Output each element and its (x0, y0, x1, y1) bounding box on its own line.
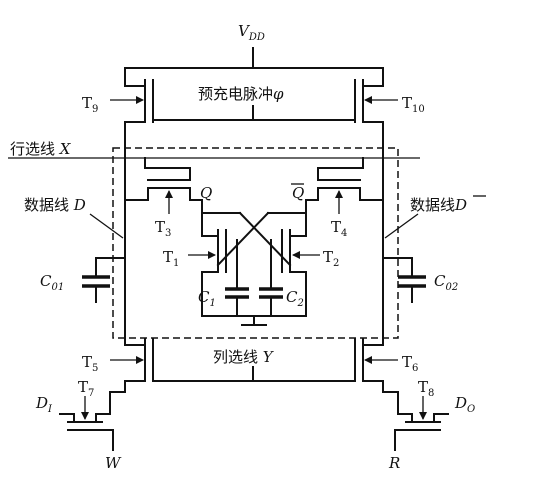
row-select-line (8, 157, 420, 179)
q-bar-label: Q (292, 184, 304, 202)
t6-label: T6 (402, 353, 418, 374)
write-label: W (105, 454, 122, 472)
t8-label: T8 (418, 378, 434, 399)
data-out-label: DO (454, 394, 475, 415)
capacitor-c2 (259, 239, 283, 317)
transistor-t5 (110, 338, 154, 382)
t1-label: T1 (163, 248, 179, 269)
data-in-label: DI (35, 394, 53, 415)
transistor-t7 (59, 380, 126, 431)
q-label: Q (200, 184, 212, 202)
data-line-label: 数据线 D (24, 196, 86, 214)
t3-label: T3 (155, 218, 171, 239)
capacitor-c02 (382, 257, 426, 303)
capacitor-c01 (82, 257, 126, 303)
transistor-t9 (110, 79, 154, 123)
t7-label: T7 (78, 378, 94, 399)
t4-label: T4 (331, 218, 347, 239)
write-read-leads (112, 429, 396, 451)
vdd-rail (124, 47, 384, 87)
cell-boundary (112, 147, 399, 339)
precharge-label: 预充电脉冲φ (198, 85, 284, 103)
precharge-line (152, 105, 356, 121)
transistor-t1 (188, 229, 227, 317)
transistor-t10 (354, 79, 398, 123)
t9-label: T9 (82, 94, 98, 115)
transistor-t3 (124, 179, 203, 214)
transistor-t6 (354, 338, 398, 382)
data-line-leader (89, 213, 124, 239)
storage-nodes (201, 199, 307, 237)
column-select-label: 列选线 Y (213, 348, 275, 366)
cross-coupling (216, 211, 292, 267)
capacitor-c1 (225, 239, 249, 317)
c1-label: C1 (198, 288, 216, 309)
column-select-line (152, 366, 356, 382)
transistor-t4 (305, 179, 384, 214)
transistor-t2 (281, 229, 320, 317)
data-line-bar-leader (384, 213, 419, 239)
ground (201, 315, 307, 326)
t2-label: T2 (323, 248, 339, 269)
data-line-bar-label: 数据线D (410, 196, 467, 214)
read-label: R (388, 454, 400, 472)
vdd-label: VDD (238, 22, 265, 43)
t5-label: T5 (82, 353, 98, 374)
row-select-label: 行选线 X (10, 140, 72, 158)
c01-label: C01 (40, 272, 64, 293)
c02-label: C02 (434, 272, 458, 293)
transistor-t8 (382, 380, 449, 431)
c2-label: C2 (286, 288, 304, 309)
t10-label: T10 (402, 94, 425, 115)
